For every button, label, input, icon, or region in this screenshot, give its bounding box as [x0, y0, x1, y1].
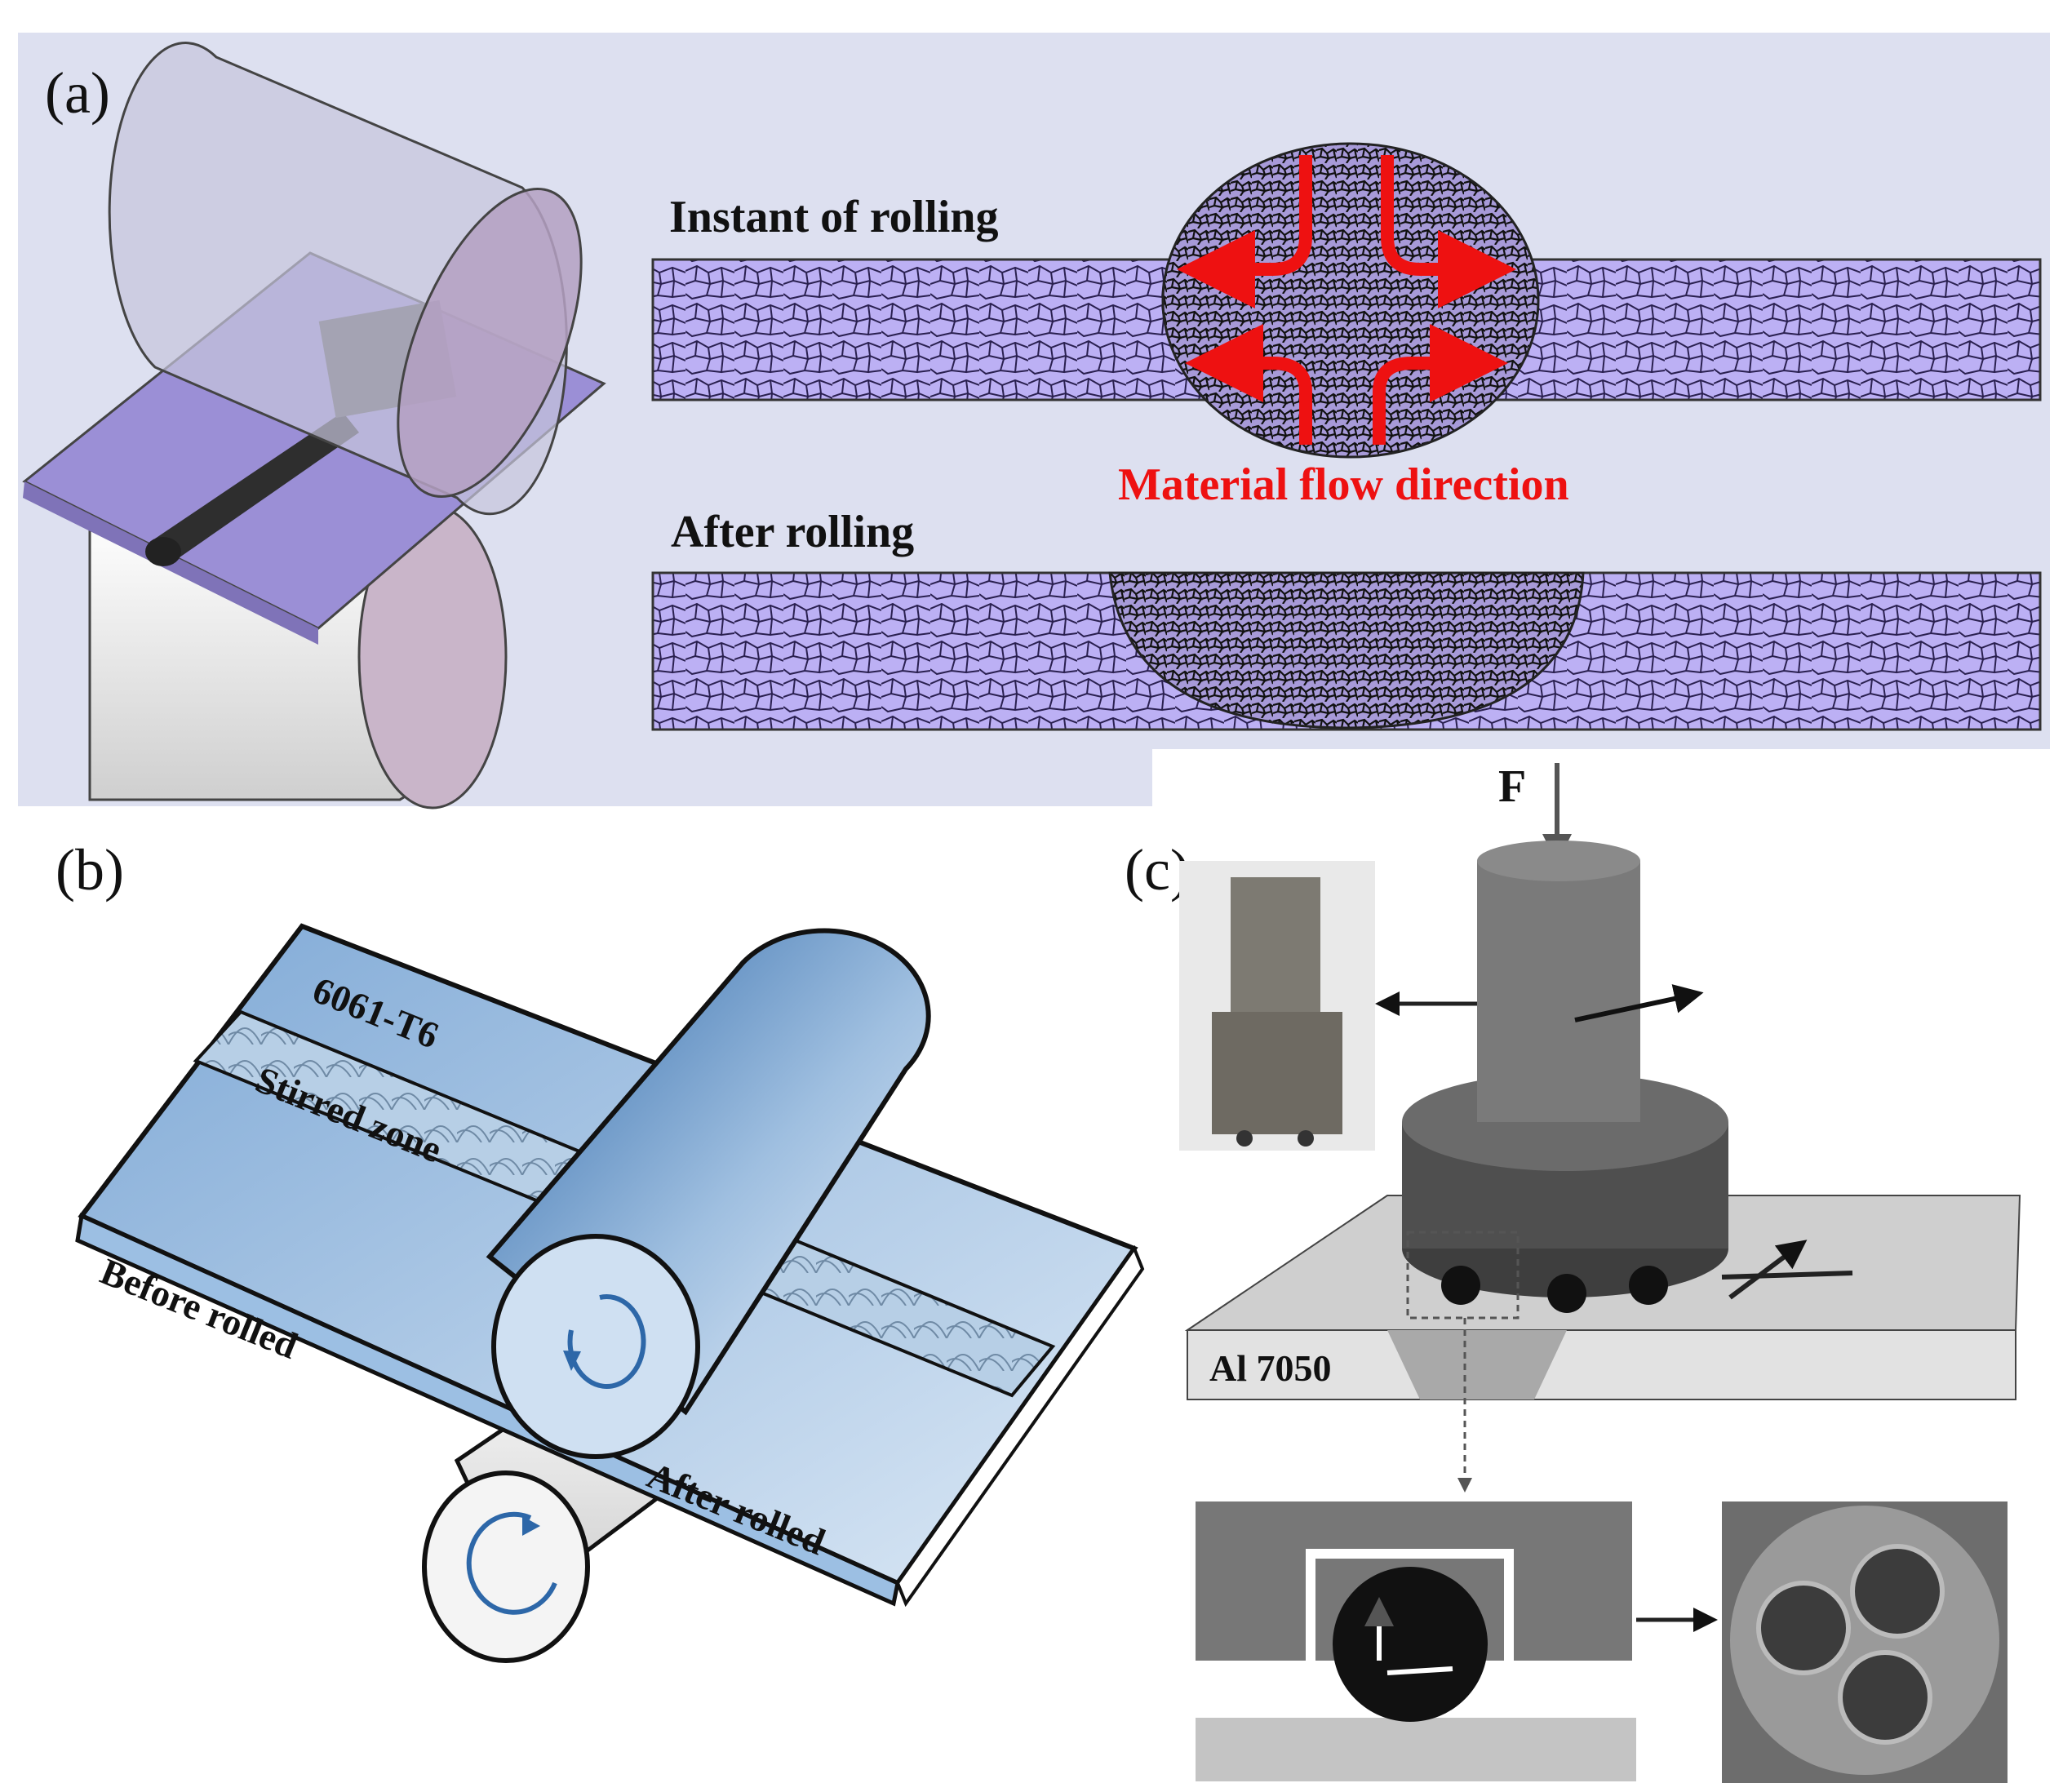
force-label: F — [1498, 761, 1526, 812]
material-flow-arrows — [1177, 155, 1516, 445]
after-rolling-label: After rolling — [671, 507, 914, 557]
rolling-ball — [1333, 1567, 1488, 1722]
panel-a-label: (a) — [45, 60, 110, 126]
material-label: Al 7050 — [1209, 1347, 1332, 1389]
top-roller-b — [486, 928, 931, 1459]
tool-photo — [1179, 861, 1375, 1151]
tool-body — [1402, 841, 1728, 1313]
panel-c-label: (c) — [1125, 837, 1190, 903]
material-flow-direction-label: Material flow direction — [1118, 459, 1569, 510]
panel-b: (b) 6061-T6 Stirred zone Before rolled A… — [55, 837, 1145, 1663]
rolling-schematic-3d — [22, 42, 606, 810]
microstructure-after — [651, 571, 2042, 731]
panel-a: (a) Instant of rolling — [18, 33, 2050, 810]
instant-of-rolling-label: Instant of rolling — [669, 192, 998, 242]
panel-c: (c) F Al 7050 — [1125, 761, 2021, 1783]
weld-bead — [155, 412, 359, 563]
ball-tool-photo — [1722, 1501, 2008, 1783]
panel-b-label: (b) — [55, 837, 124, 903]
ball-detail-view — [1196, 1501, 1636, 1781]
